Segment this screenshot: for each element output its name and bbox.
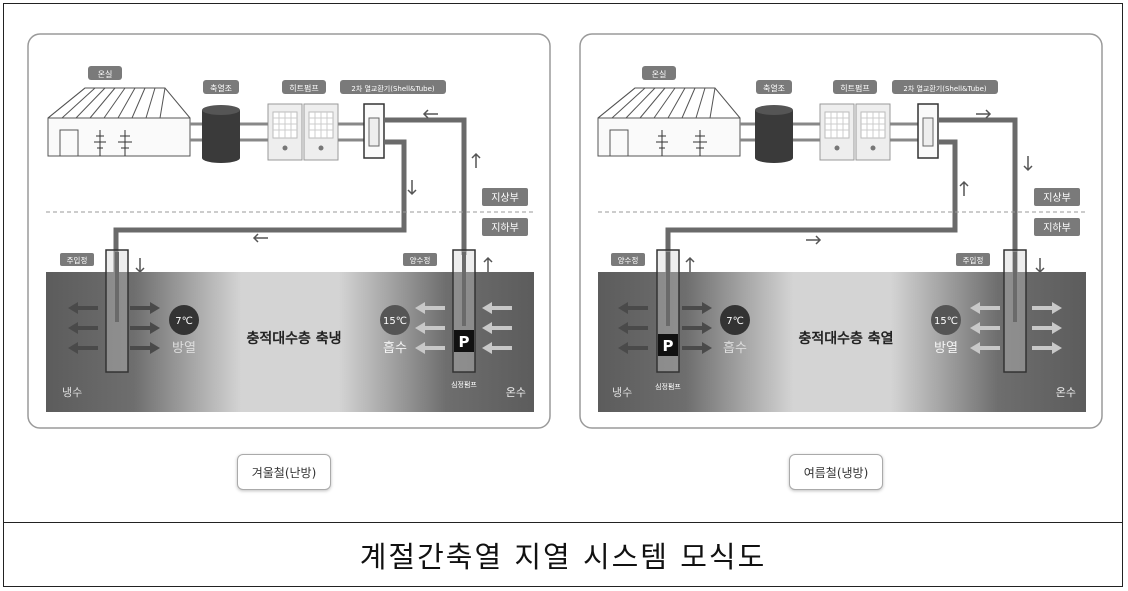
greenhouse-label: 온실	[652, 69, 667, 79]
supply-pipe	[384, 117, 467, 255]
below-ground-label: 지하부	[491, 221, 519, 234]
left-well-label: 양수정	[618, 255, 639, 265]
groundwater-flow-arrows	[618, 302, 1062, 354]
pump-symbol: P	[459, 333, 470, 351]
warm-water-label: 온수	[1056, 386, 1076, 399]
below-ground-badge	[1034, 218, 1080, 236]
figure-caption: 계절간축열 지열 시스템 모식도	[359, 540, 767, 574]
heat-pump-badge	[833, 80, 877, 94]
warm-water-label: 온수	[506, 386, 526, 399]
greenhouse-label: 온실	[98, 69, 113, 79]
pump-icon	[454, 330, 474, 352]
heat-pump-label: 히트펌프	[289, 83, 318, 93]
caption-divider	[3, 522, 1123, 523]
heat-pump-label: 히트펌프	[840, 83, 869, 93]
pump-symbol: P	[663, 337, 674, 355]
exchanger-badge	[340, 80, 446, 94]
right-well-badge	[403, 253, 437, 266]
pump-label: 심정펌프	[655, 382, 681, 391]
storage-tank-badge	[203, 80, 239, 94]
figure-frame	[3, 3, 1123, 587]
left-temp: 7℃	[175, 316, 193, 327]
left-temp-circle	[169, 305, 199, 335]
pump-icon	[658, 334, 678, 356]
heat-pump-icon	[819, 103, 891, 161]
aquifer-label: 충적대수층 축냉	[246, 330, 341, 347]
greenhouse-badge	[642, 66, 676, 80]
above-ground-badge	[1034, 188, 1080, 206]
left-action: 흡수	[723, 341, 747, 356]
right-action: 흡수	[383, 341, 407, 356]
right-well-label: 주입정	[963, 255, 984, 265]
groundwater-flow-arrows	[68, 302, 512, 354]
heat-pump-icon	[267, 103, 339, 161]
below-ground-badge	[482, 218, 528, 236]
storage-tank-badge	[756, 80, 792, 94]
left-well-label: 주입정	[67, 255, 88, 265]
left-well-badge	[60, 253, 94, 266]
greenhouse-icon	[597, 87, 741, 157]
storage-tank-icon	[202, 105, 240, 163]
storage-tank-icon	[755, 105, 793, 163]
right-temp: 15℃	[934, 316, 958, 327]
right-well-label: 양수정	[410, 255, 431, 265]
exchanger-label: 2차 열교환기(Shell&Tube)	[903, 84, 987, 93]
summer-season-button[interactable]: 여름철(냉방)	[789, 454, 883, 490]
right-temp-circle	[931, 305, 961, 335]
left-temp-circle	[720, 305, 750, 335]
flow-arrow-icon	[135, 109, 493, 274]
above-ground-label: 지상부	[1043, 192, 1071, 204]
right-temp-circle	[380, 305, 410, 335]
exchanger-badge	[892, 80, 998, 94]
pump-label: 심정펌프	[451, 380, 477, 389]
flow-arrow-icon	[685, 109, 1045, 274]
below-ground-label: 지하부	[1043, 221, 1071, 234]
greenhouse-icon	[47, 87, 191, 157]
right-temp: 15℃	[383, 316, 407, 327]
above-ground-badge	[482, 188, 528, 206]
cold-water-label: 냉수	[62, 386, 82, 399]
left-well-badge	[611, 253, 645, 266]
cold-water-label: 냉수	[612, 386, 632, 399]
above-ground-label: 지상부	[491, 192, 519, 204]
aquifer-label: 충적대수층 축열	[798, 330, 893, 347]
exchanger-label: 2차 열교환기(Shell&Tube)	[351, 84, 435, 93]
winter-season-button[interactable]: 겨울철(난방)	[237, 454, 331, 490]
storage-tank-label: 축열조	[763, 84, 785, 93]
left-temp: 7℃	[726, 316, 744, 327]
right-well-badge	[956, 253, 990, 266]
heat-pump-badge	[282, 80, 326, 94]
left-action: 방열	[172, 341, 196, 356]
right-action: 방열	[934, 341, 958, 356]
greenhouse-badge	[88, 66, 122, 80]
storage-tank-label: 축열조	[210, 84, 232, 93]
